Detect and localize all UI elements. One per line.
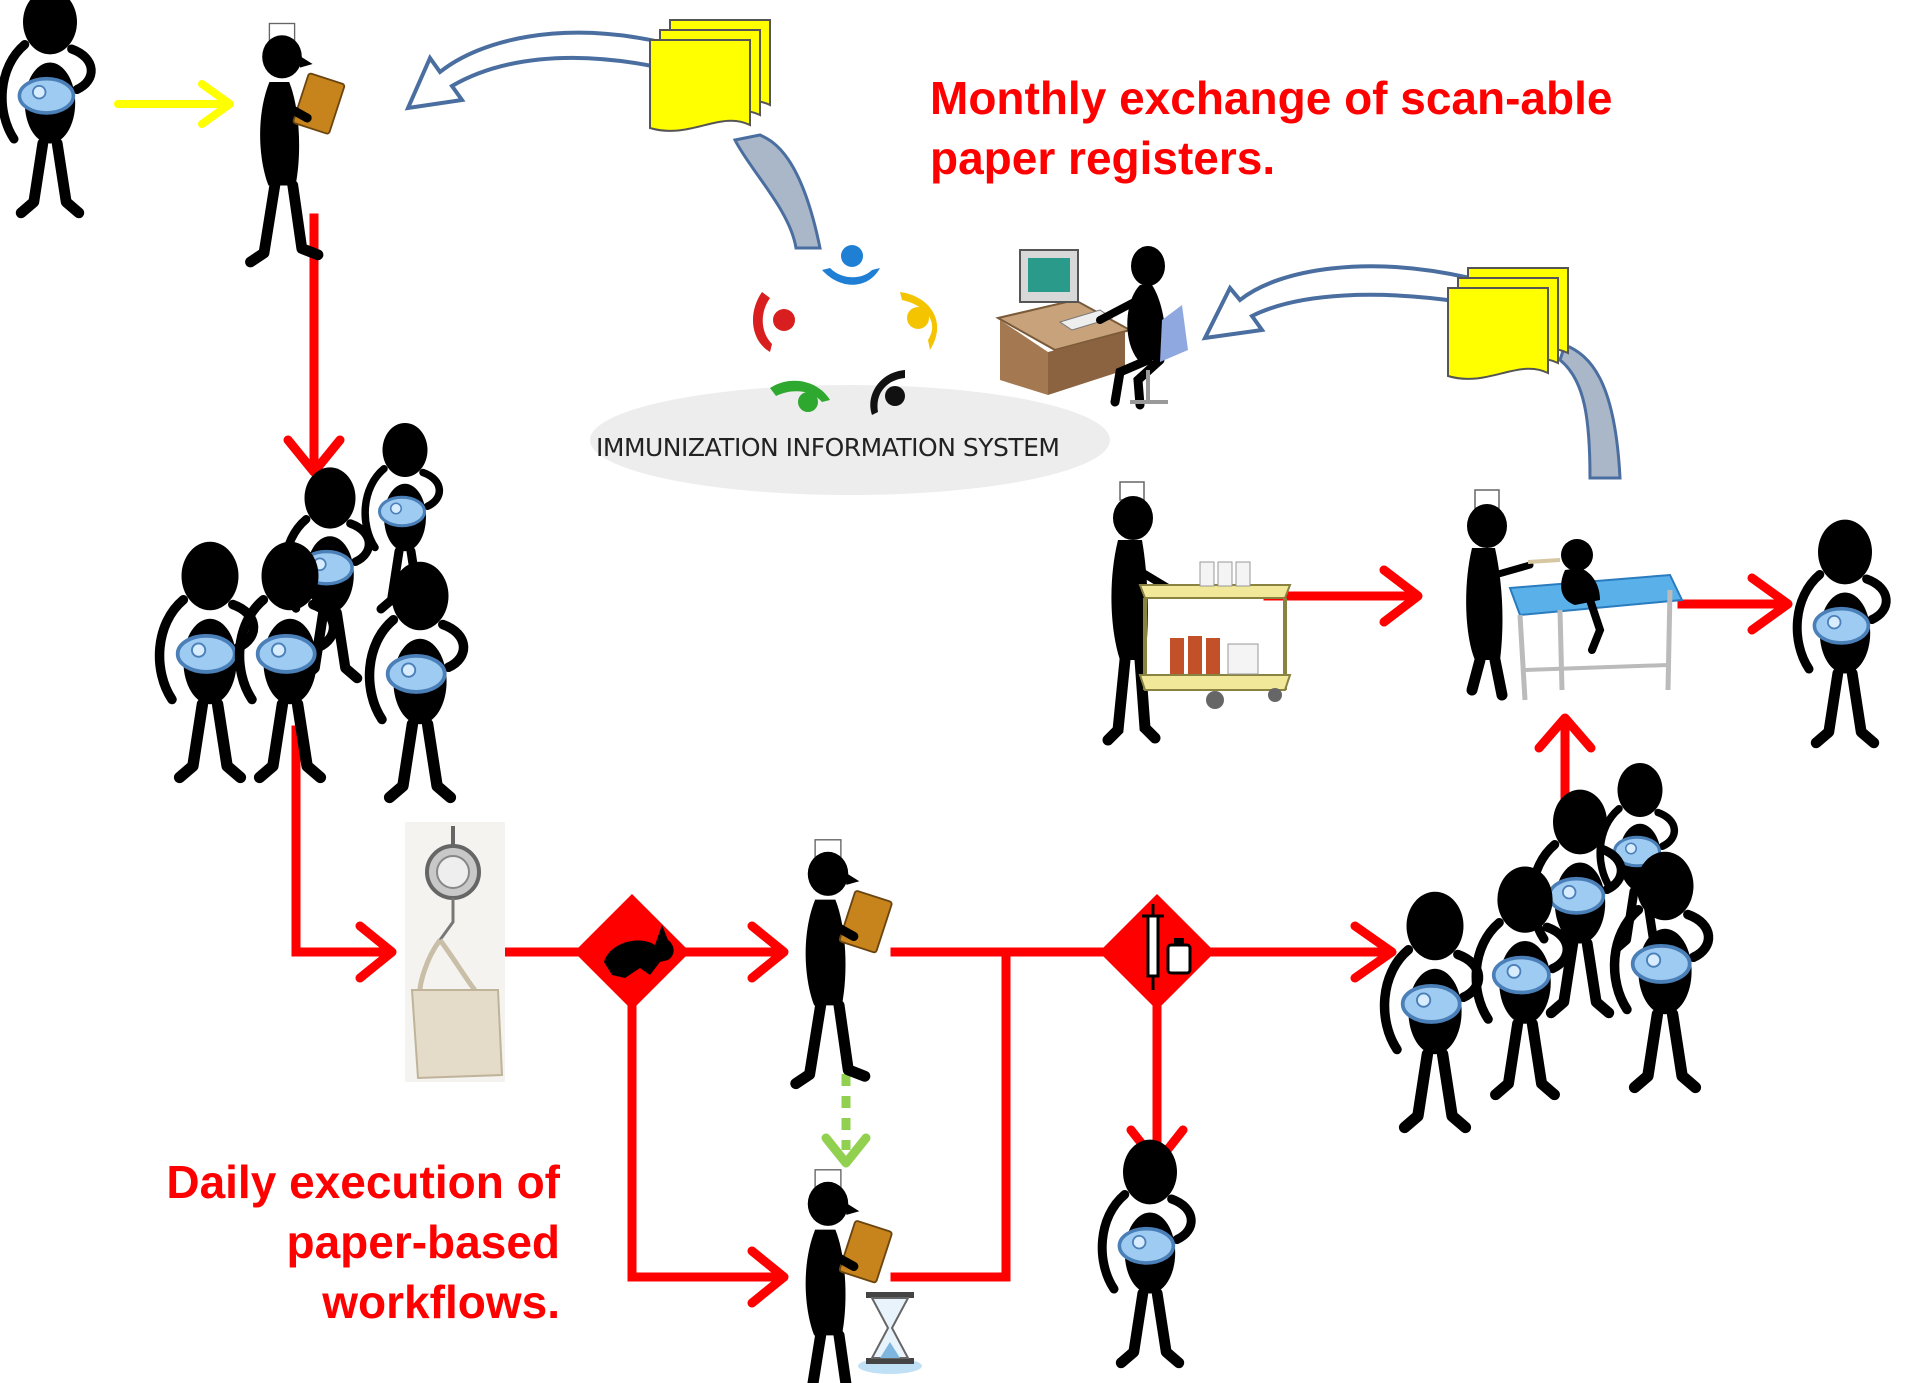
- nurse-with-cart-icon: [1102, 481, 1292, 746]
- paper-register-stack-icon: [649, 19, 771, 132]
- mother-with-baby-icon: [1797, 520, 1886, 743]
- nurse-with-clipboard-icon: [796, 840, 893, 1084]
- logo-figure-blue-icon: [822, 245, 880, 285]
- hanging-scale-icon: [405, 822, 505, 1082]
- mother-with-baby-icon: [2, 0, 91, 213]
- logo-figure-green-icon: [770, 380, 830, 412]
- clerk-at-computer-icon: [995, 246, 1188, 410]
- caption-line: workflows.: [322, 1276, 560, 1328]
- flow-nurse-to-junction: [890, 947, 1011, 1282]
- caption-line: Daily execution of: [166, 1156, 560, 1208]
- logo-figure-yellow-icon: [900, 292, 938, 350]
- syringe-vial-decision-icon: [1099, 894, 1215, 1010]
- flow-diamond-down: [627, 1005, 785, 1282]
- paper-register-stack-icon: [1447, 267, 1569, 380]
- hourglass-icon: [858, 1292, 922, 1374]
- caption-line: paper-based: [286, 1216, 560, 1268]
- daily-execution-caption: Daily execution of paper-based workflows…: [100, 1152, 560, 1332]
- curved-arrow-icon: [404, 30, 822, 250]
- start-arrow: [114, 80, 234, 128]
- mother-with-baby-icon: [370, 562, 464, 798]
- nurse-with-clipboard-icon: [251, 23, 345, 262]
- logo-text: IMMUNIZATION INFORMATION SYSTEM: [596, 433, 1060, 462]
- monthly-exchange-caption: Monthly exchange of scan-able paper regi…: [930, 68, 1690, 188]
- vaccination-table-icon: [1466, 489, 1684, 701]
- dashed-arrow: [821, 1052, 871, 1168]
- mother-with-baby-icon: [1385, 892, 1479, 1128]
- iis-logo: IMMUNIZATION INFORMATION SYSTEM: [590, 245, 1110, 495]
- flow-lines: [291, 213, 1785, 1282]
- logo-figure-red-icon: [752, 292, 795, 352]
- rabbit-decision-icon: [574, 894, 690, 1010]
- logo-figure-black-icon: [870, 370, 905, 415]
- curved-arrow-icon: [1201, 264, 1622, 480]
- caption-line: paper registers.: [930, 132, 1276, 184]
- caption-line: Monthly exchange of scan-able: [930, 72, 1613, 124]
- flow-crowd-to-scale: [291, 725, 390, 957]
- mother-with-baby-icon: [1102, 1140, 1191, 1363]
- mother-with-baby-icon: [1615, 852, 1709, 1088]
